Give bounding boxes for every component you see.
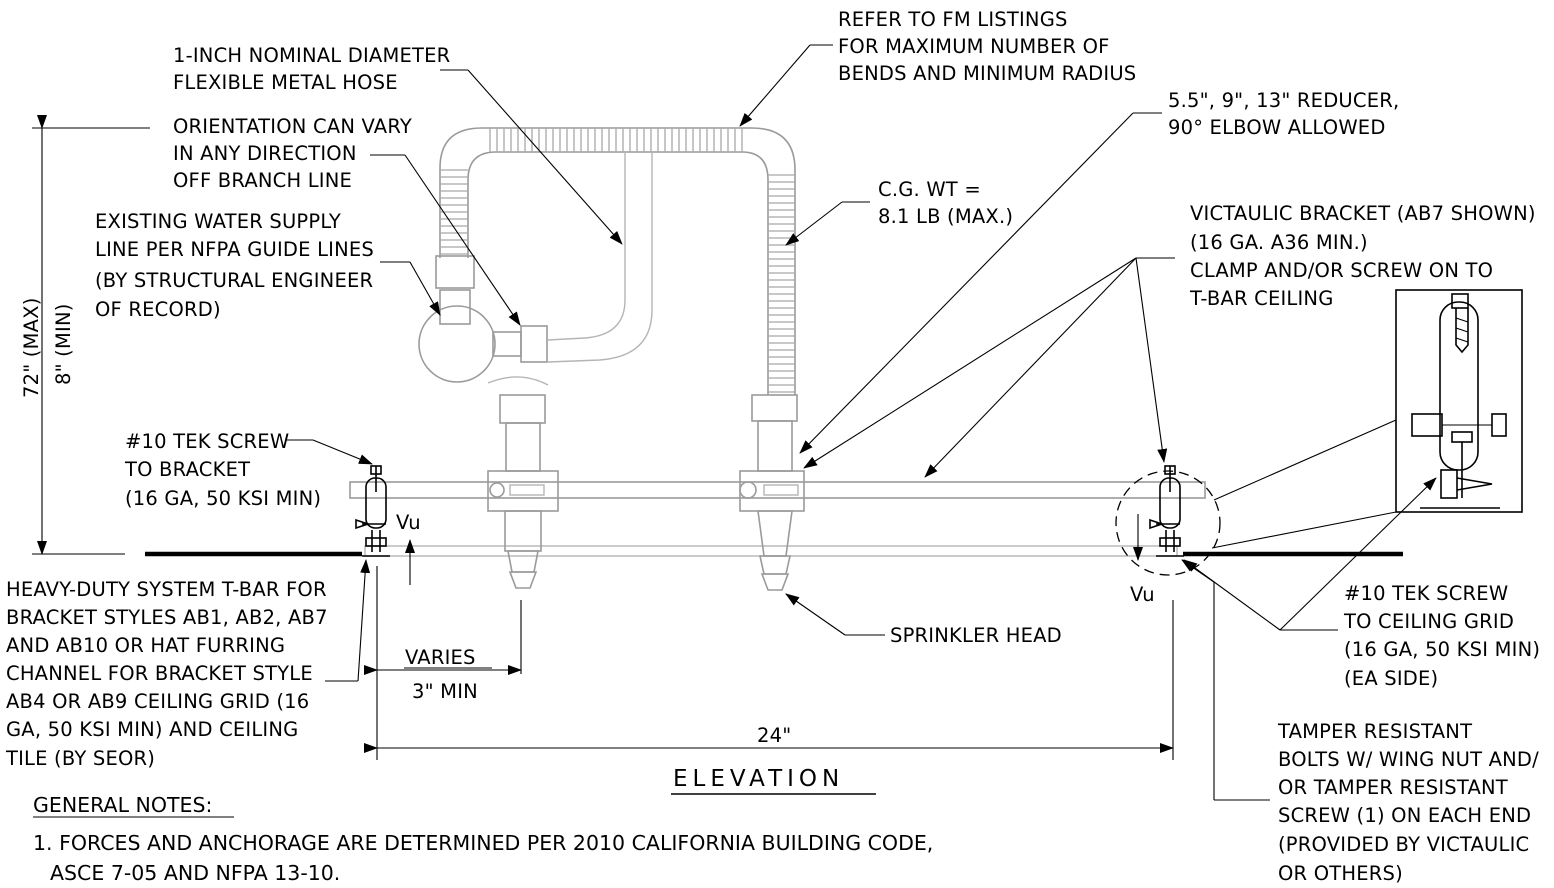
label-bracket-1: VICTAULIC BRACKET (AB7 SHOWN)	[1190, 202, 1536, 225]
leader-lines	[285, 44, 1437, 801]
label-tamper-6: OR OTHERS)	[1278, 862, 1403, 885]
label-refer-fm-3: BENDS AND MINIMUM RADIUS	[838, 62, 1136, 85]
label-hose-2: FLEXIBLE METAL HOSE	[173, 71, 398, 94]
label-supply-3: (BY STRUCTURAL ENGINEER	[95, 269, 373, 292]
label-refer-fm-2: FOR MAXIMUM NUMBER OF	[838, 35, 1110, 58]
label-supply-1: EXISTING WATER SUPPLY	[95, 210, 341, 233]
label-tek-bracket-3: (16 GA, 50 KSI MIN)	[125, 487, 321, 510]
label-tbar-4: CHANNEL FOR BRACKET STYLE	[6, 662, 313, 685]
label-tamper-4: SCREW (1) ON EACH END	[1278, 804, 1531, 827]
label-vu-left: Vu	[396, 511, 421, 534]
label-tek-bracket-1: #10 TEK SCREW	[125, 430, 289, 453]
label-tek-grid-1: #10 TEK SCREW	[1344, 582, 1508, 605]
label-bracket-2: (16 GA. A36 MIN.)	[1190, 231, 1368, 254]
note-1-line-1: 1. FORCES AND ANCHORAGE ARE DETERMINED P…	[33, 831, 933, 855]
drawing-title: ELEVATION	[673, 766, 844, 792]
label-tek-bracket-2: TO BRACKET	[124, 458, 250, 481]
water-supply-fitting	[418, 255, 549, 386]
label-vu-right: Vu	[1130, 583, 1155, 606]
dim-3in-min: 3" MIN	[412, 680, 478, 703]
label-supply-2: LINE PER NFPA GUIDE LINES	[95, 238, 374, 261]
sprinkler-drop-left	[487, 394, 559, 589]
label-tamper-2: BOLTS W/ WING NUT AND/	[1278, 748, 1539, 771]
label-refer-fm-1: REFER TO FM LISTINGS	[838, 8, 1068, 31]
label-supply-4: OF RECORD)	[95, 298, 221, 321]
bracket-detail-box	[1395, 289, 1523, 513]
label-tbar-3: AND AB10 OR HAT FURRING	[6, 634, 285, 657]
label-hose-1: 1-INCH NOMINAL DIAMETER	[173, 44, 450, 67]
label-tek-grid-4: (EA SIDE)	[1344, 667, 1438, 690]
label-cg-1: C.G. WT =	[878, 178, 981, 201]
bracket-left	[355, 465, 390, 557]
label-bracket-4: T-BAR CEILING	[1189, 287, 1334, 310]
dimensions	[32, 115, 1174, 760]
dim-varies: VARIES	[405, 646, 476, 669]
flexible-metal-hose	[439, 127, 796, 395]
label-tamper-1: TAMPER RESISTANT	[1277, 720, 1472, 743]
label-bracket-3: CLAMP AND/OR SCREW ON TO	[1190, 259, 1493, 282]
label-tbar-5: AB4 OR AB9 CEILING GRID (16	[6, 690, 309, 713]
dim-24in: 24"	[757, 724, 791, 747]
label-orientation-2: IN ANY DIRECTION	[173, 142, 357, 165]
label-reducer-1: 5.5", 9", 13" REDUCER,	[1168, 89, 1399, 112]
bracket-right	[1149, 465, 1184, 557]
dim-8in-min: 8" (MIN)	[52, 303, 75, 385]
label-orientation-3: OFF BRANCH LINE	[173, 169, 352, 192]
label-tbar-1: HEAVY-DUTY SYSTEM T-BAR FOR	[6, 578, 327, 601]
detail-circle	[1115, 470, 1221, 576]
label-cg-2: 8.1 LB (MAX.)	[878, 205, 1013, 228]
label-tbar-6: GA, 50 KSI MIN) AND CEILING	[6, 718, 298, 741]
label-tek-grid-2: TO CEILING GRID	[1343, 610, 1514, 633]
bracket-bar	[349, 481, 1206, 557]
label-tamper-5: (PROVIDED BY VICTAULIC	[1278, 833, 1529, 856]
label-reducer-2: 90° ELBOW ALLOWED	[1168, 116, 1386, 139]
label-tbar-7: TILE (BY SEOR)	[5, 747, 155, 770]
label-tek-grid-3: (16 GA, 50 KSI MIN)	[1344, 638, 1540, 661]
label-sprinkler-head: SPRINKLER HEAD	[890, 624, 1062, 647]
dim-72in-max: 72" (MAX)	[20, 297, 43, 398]
label-orientation-1: ORIENTATION CAN VARY	[173, 115, 412, 138]
label-tbar-2: BRACKET STYLES AB1, AB2, AB7	[6, 606, 328, 629]
sprinkler-drop-main	[739, 394, 805, 591]
notes-heading: GENERAL NOTES:	[33, 793, 212, 817]
label-tamper-3: OR TAMPER RESISTANT	[1278, 776, 1508, 799]
note-1-line-2: ASCE 7-05 AND NFPA 13-10.	[50, 861, 340, 885]
